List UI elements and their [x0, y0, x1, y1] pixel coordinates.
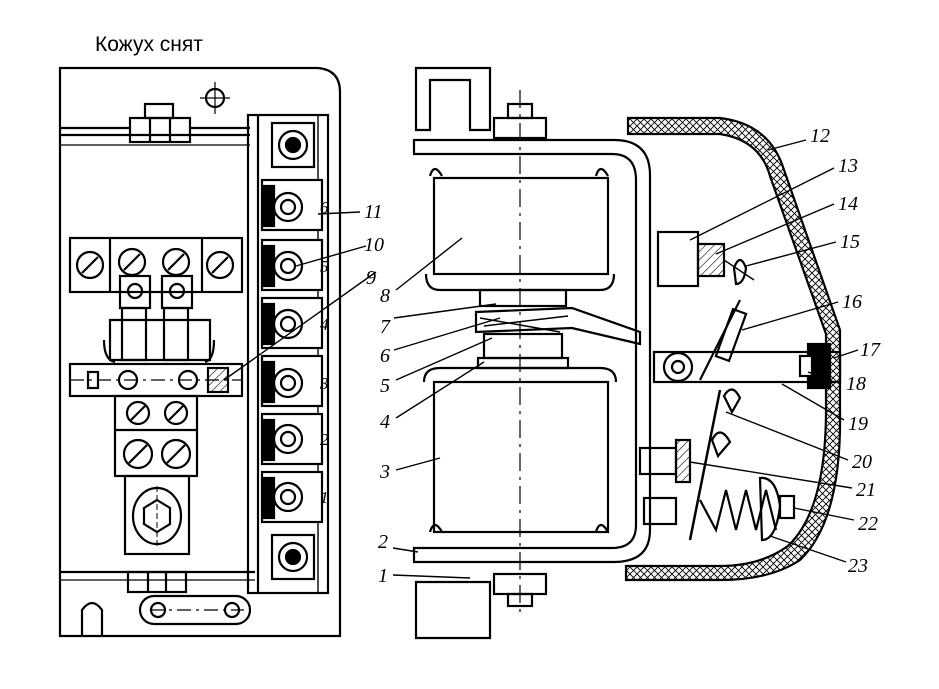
callout-1: 1	[378, 565, 388, 587]
terminal-block-1	[260, 470, 324, 524]
contact-fingers	[102, 274, 216, 364]
lower-coil	[432, 380, 610, 534]
callout-23: 23	[848, 555, 868, 577]
callout-10: 10	[364, 234, 384, 256]
callout-18: 18	[846, 373, 866, 395]
callout-13: 13	[838, 155, 858, 177]
terminal-block-2	[260, 412, 324, 466]
output-lug	[123, 474, 191, 556]
terminal-number-4: 4	[320, 315, 329, 334]
callout-19: 19	[848, 413, 868, 435]
lever-rod	[652, 350, 842, 384]
pole-piece	[478, 288, 568, 308]
callout-5: 5	[380, 375, 390, 397]
bracket-bottom	[414, 580, 492, 640]
terminal-number-2: 2	[320, 430, 329, 449]
terminal-number-1: 1	[320, 488, 329, 507]
top-nut	[128, 102, 192, 144]
upper-coil	[432, 176, 610, 276]
callout-12: 12	[810, 125, 830, 147]
terminal-block-3	[260, 354, 324, 408]
bracket-13	[656, 230, 700, 288]
return-spring	[699, 489, 778, 534]
adjust-slot	[138, 594, 252, 626]
screw-row	[68, 236, 244, 294]
callout-15: 15	[840, 231, 860, 253]
terminal-block-4	[260, 296, 324, 350]
bracket-top	[414, 66, 492, 132]
callout-6: 6	[380, 345, 390, 367]
left-view-cover-removed	[58, 66, 342, 638]
terminal-block-6	[260, 178, 324, 232]
yoke	[412, 138, 652, 564]
terminal-strip	[246, 113, 330, 595]
terminal-numbers: 6 5 4 3 2 1	[319, 198, 329, 507]
terminal-block-5	[260, 238, 324, 292]
callout-16: 16	[842, 291, 862, 313]
terminal-top	[270, 121, 316, 169]
terminal-bottom	[270, 533, 316, 581]
casing-wall	[624, 116, 842, 582]
callout-11: 11	[364, 201, 383, 223]
terminal-number-6: 6	[320, 198, 329, 217]
callout-4: 4	[380, 411, 390, 433]
terminal-number-3: 3	[319, 374, 329, 393]
leader-lines	[223, 139, 859, 579]
callout-7: 7	[380, 316, 391, 338]
callout-21: 21	[856, 479, 876, 501]
callout-2: 2	[378, 531, 388, 553]
callout-numbers: 1 2 3 4 5 6 7 8 9 10 11 12 13 14 15 16 1…	[364, 125, 881, 587]
right-view-section	[412, 66, 842, 640]
callout-8: 8	[380, 285, 390, 307]
callout-9: 9	[366, 267, 376, 289]
callout-3: 3	[379, 461, 390, 483]
callout-17: 17	[860, 339, 881, 361]
cover-removed-caption: Кожух снят	[95, 33, 203, 56]
mounting-slot	[80, 601, 104, 636]
base-plate	[58, 66, 342, 638]
armature-spring	[474, 306, 642, 346]
callout-20: 20	[852, 451, 872, 473]
callout-14: 14	[838, 193, 858, 215]
terminal-number-5: 5	[320, 257, 329, 276]
callout-22: 22	[858, 513, 878, 535]
